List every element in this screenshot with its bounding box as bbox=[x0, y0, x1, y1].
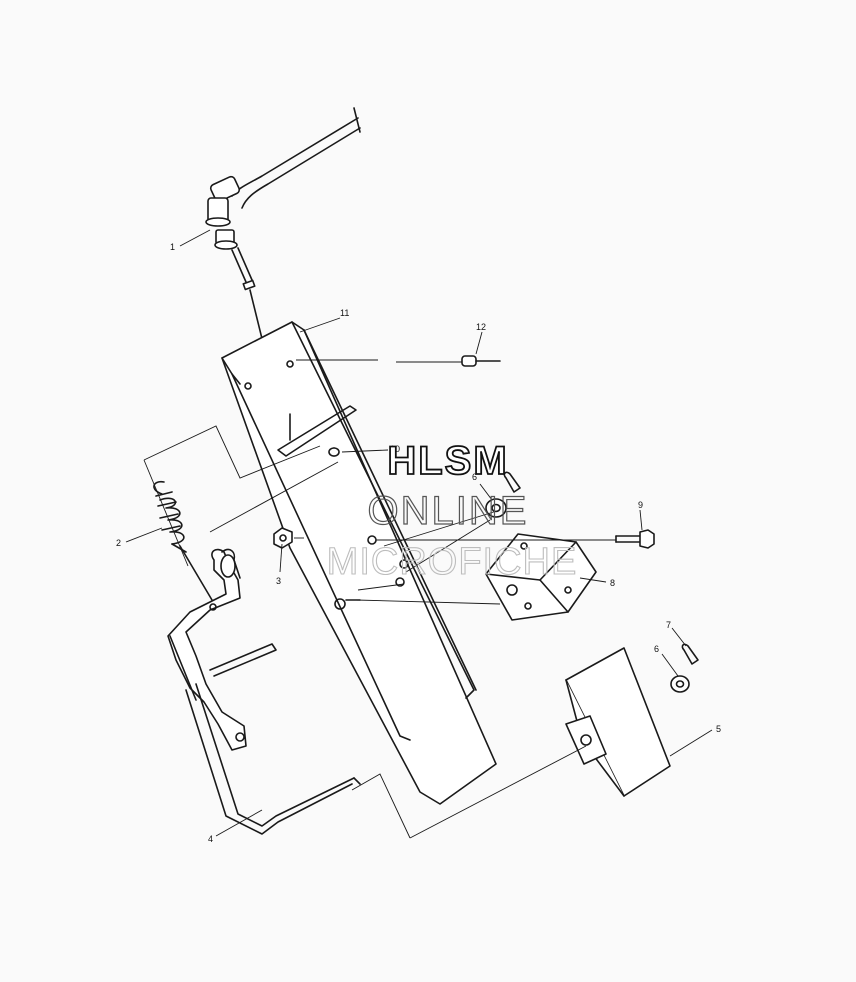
callout-4: 4 bbox=[208, 834, 213, 844]
callout-labels: 1 2 3 4 5 6 6 7 8 9 10 11 12 bbox=[116, 242, 721, 844]
watermark-line-3: MICROFICHE bbox=[327, 541, 578, 583]
pedal-bracket[interactable] bbox=[221, 321, 497, 805]
watermark-line-1: HLSM bbox=[387, 439, 508, 483]
callout-8: 8 bbox=[610, 578, 615, 588]
pedal-pad[interactable] bbox=[565, 647, 671, 797]
callout-12: 12 bbox=[476, 322, 486, 332]
watermark-line-2: ONLINE bbox=[368, 489, 529, 533]
lock-nut[interactable] bbox=[273, 527, 304, 549]
pivot-block[interactable] bbox=[485, 533, 597, 621]
callout-5: 5 bbox=[716, 724, 721, 734]
watermark: HLSM ONLINE MICROFICHE bbox=[326, 438, 578, 583]
callout-2: 2 bbox=[116, 538, 121, 548]
callout-7: 7 bbox=[666, 620, 671, 630]
cotter-pin-lower[interactable] bbox=[681, 643, 699, 665]
callout-6-lower: 6 bbox=[654, 644, 659, 654]
callout-1: 1 bbox=[170, 242, 175, 252]
callout-3: 3 bbox=[276, 576, 281, 586]
return-spring[interactable] bbox=[153, 480, 213, 601]
assembly-lines bbox=[143, 425, 587, 839]
callout-6-upper: 6 bbox=[472, 472, 477, 482]
callout-10: 10 bbox=[390, 444, 400, 454]
washer-lower[interactable] bbox=[670, 675, 690, 693]
bushing[interactable] bbox=[328, 447, 340, 457]
callout-11: 11 bbox=[340, 308, 349, 318]
clevis-pin[interactable] bbox=[296, 355, 501, 367]
pedal-arm[interactable] bbox=[167, 548, 361, 835]
cotter-pin-upper[interactable] bbox=[503, 471, 521, 493]
pivot-bolt[interactable] bbox=[376, 529, 655, 549]
callout-9: 9 bbox=[638, 500, 643, 510]
callout-leaders bbox=[125, 229, 713, 837]
